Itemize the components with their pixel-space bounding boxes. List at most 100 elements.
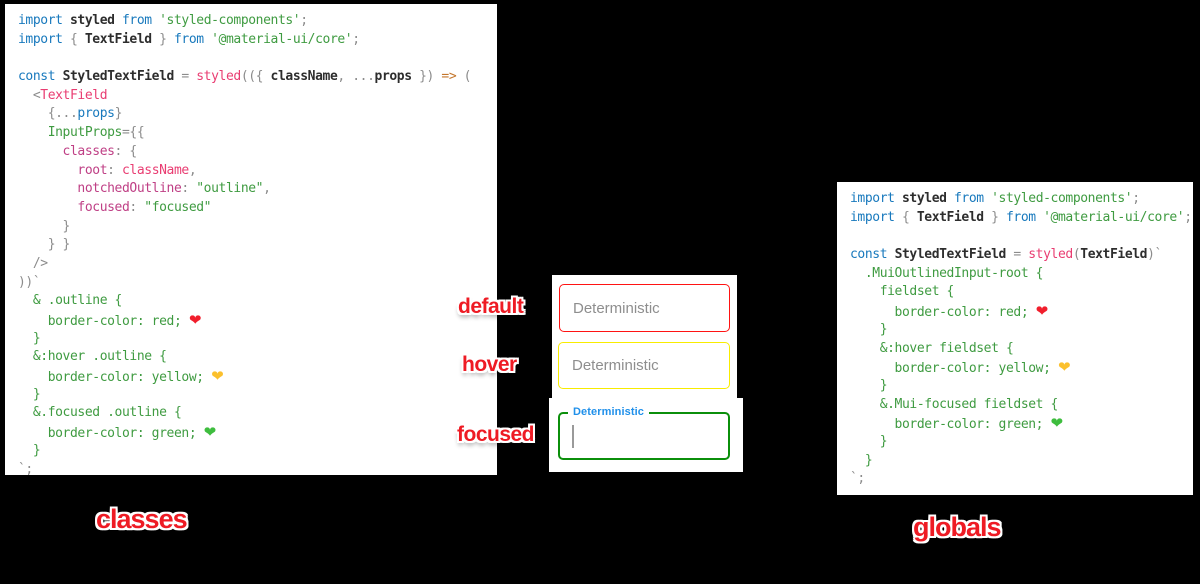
code-token: { [62, 31, 78, 47]
code-token: ; [1132, 191, 1140, 206]
code-token: styled [188, 69, 241, 85]
code-line: border-color: yellow; ❤ [850, 358, 1193, 377]
code-line: focused: "focused" [18, 199, 497, 218]
code-token: = [173, 69, 189, 85]
code-token: TextField [40, 87, 108, 103]
annotation-classes: classes [96, 504, 188, 534]
code-token: from [998, 209, 1036, 225]
code-token: &:hover .outline { [18, 349, 167, 365]
code-token: : [107, 162, 115, 178]
code-line: } [850, 377, 1193, 396]
code-token: '@material-ui/core' [203, 31, 353, 47]
code-token: )` [1147, 247, 1162, 263]
textfield-default-input[interactable] [560, 285, 729, 331]
annotation-globals: globals [913, 512, 1002, 542]
code-token: } [850, 321, 888, 337]
code-token: ={{ [121, 125, 145, 141]
textfield-focused[interactable]: Deterministic [558, 406, 730, 460]
code-token: }) [411, 69, 442, 85]
classes-code-block: import styled from 'styled-components';i… [5, 4, 497, 479]
code-token: InputProps [18, 125, 123, 141]
code-token: const [18, 69, 56, 85]
textfield-default[interactable] [559, 284, 730, 332]
code-token: import [18, 31, 63, 47]
code-token: } [18, 386, 41, 402]
code-token: &.Mui-focused fieldset { [850, 396, 1059, 412]
code-token: border-color: yellow; [850, 361, 1058, 377]
code-token: , ... [337, 69, 375, 85]
code-token: , [188, 162, 197, 178]
code-token: border-color: red; [850, 305, 1036, 321]
code-token: border-color: yellow; [18, 370, 212, 386]
code-line: import { TextField } from '@material-ui/… [18, 31, 497, 50]
code-line: root: className, [18, 162, 497, 181]
code-line: } [18, 218, 497, 237]
code-token: TextField [77, 31, 152, 47]
code-token: : [129, 199, 137, 215]
code-line: & .outline { [18, 292, 497, 311]
code-token: classes [18, 143, 115, 159]
code-token: : [181, 181, 189, 197]
code-token: } [18, 218, 71, 234]
code-token: '@material-ui/core' [1035, 209, 1185, 225]
code-token: ( [1072, 247, 1081, 263]
code-line: } [850, 433, 1193, 452]
code-token: &:hover fieldset { [850, 340, 1014, 356]
code-line: import { TextField } from '@material-ui/… [850, 209, 1193, 228]
code-token: import [850, 209, 895, 225]
code-token: ; [300, 13, 308, 28]
globals-code-block: import styled from 'styled-components';i… [837, 182, 1193, 489]
code-token: StyledTextField [887, 247, 1007, 263]
textfield-hover-input[interactable] [559, 343, 729, 388]
code-token: } [983, 209, 999, 225]
code-token: props [77, 106, 115, 122]
code-line: } [850, 321, 1193, 340]
code-token: } [18, 330, 41, 346]
code-token: (({ [240, 69, 271, 85]
green-heart-icon: ❤ [203, 423, 217, 442]
code-line: border-color: green; ❤ [18, 423, 497, 442]
code-token: { [894, 209, 910, 225]
code-line: classes: { [18, 143, 497, 162]
textfield-focused-input[interactable] [560, 414, 728, 458]
code-token: } [151, 31, 167, 47]
code-token: ; [1184, 209, 1192, 225]
code-token: styled [1020, 247, 1073, 263]
code-line: border-color: red; ❤ [18, 311, 497, 330]
code-token: className [270, 69, 338, 85]
code-token: } [850, 452, 873, 468]
code-token: } [114, 106, 123, 122]
code-token: => [441, 69, 457, 85]
code-line: border-color: red; ❤ [850, 302, 1193, 321]
code-token: root [18, 162, 108, 178]
code-token: `; [850, 471, 865, 487]
code-line: } [18, 330, 497, 349]
code-token: ))` [18, 274, 41, 290]
code-line: &.focused .outline { [18, 404, 497, 423]
code-token: ( [456, 69, 472, 85]
code-token: import [18, 13, 63, 28]
textfield-hover[interactable] [558, 342, 730, 389]
code-line [850, 227, 1193, 246]
code-token: } [850, 377, 888, 393]
classes-code-panel: import styled from 'styled-components';i… [5, 4, 497, 477]
code-token: 'styled-components' [983, 191, 1133, 206]
code-token: notchedOutline [18, 181, 182, 197]
annotation-hover: hover [462, 353, 517, 376]
code-token: border-color: green; [850, 417, 1051, 433]
code-token: /> [18, 255, 48, 271]
code-token: from [946, 191, 984, 206]
code-line: fieldset { [850, 283, 1193, 302]
code-token: "outline" [188, 181, 264, 197]
code-token: 'styled-components' [151, 13, 301, 28]
code-line: border-color: yellow; ❤ [18, 367, 497, 386]
code-token: : { [114, 143, 138, 159]
code-token: border-color: red; [18, 314, 189, 329]
code-line: notchedOutline: "outline", [18, 180, 497, 199]
code-token: styled [62, 13, 115, 28]
code-token: , [263, 181, 271, 197]
annotation-default: default [458, 295, 524, 318]
code-token: import [850, 191, 895, 206]
code-line: InputProps={{ [18, 124, 497, 143]
code-token: } [850, 433, 888, 449]
